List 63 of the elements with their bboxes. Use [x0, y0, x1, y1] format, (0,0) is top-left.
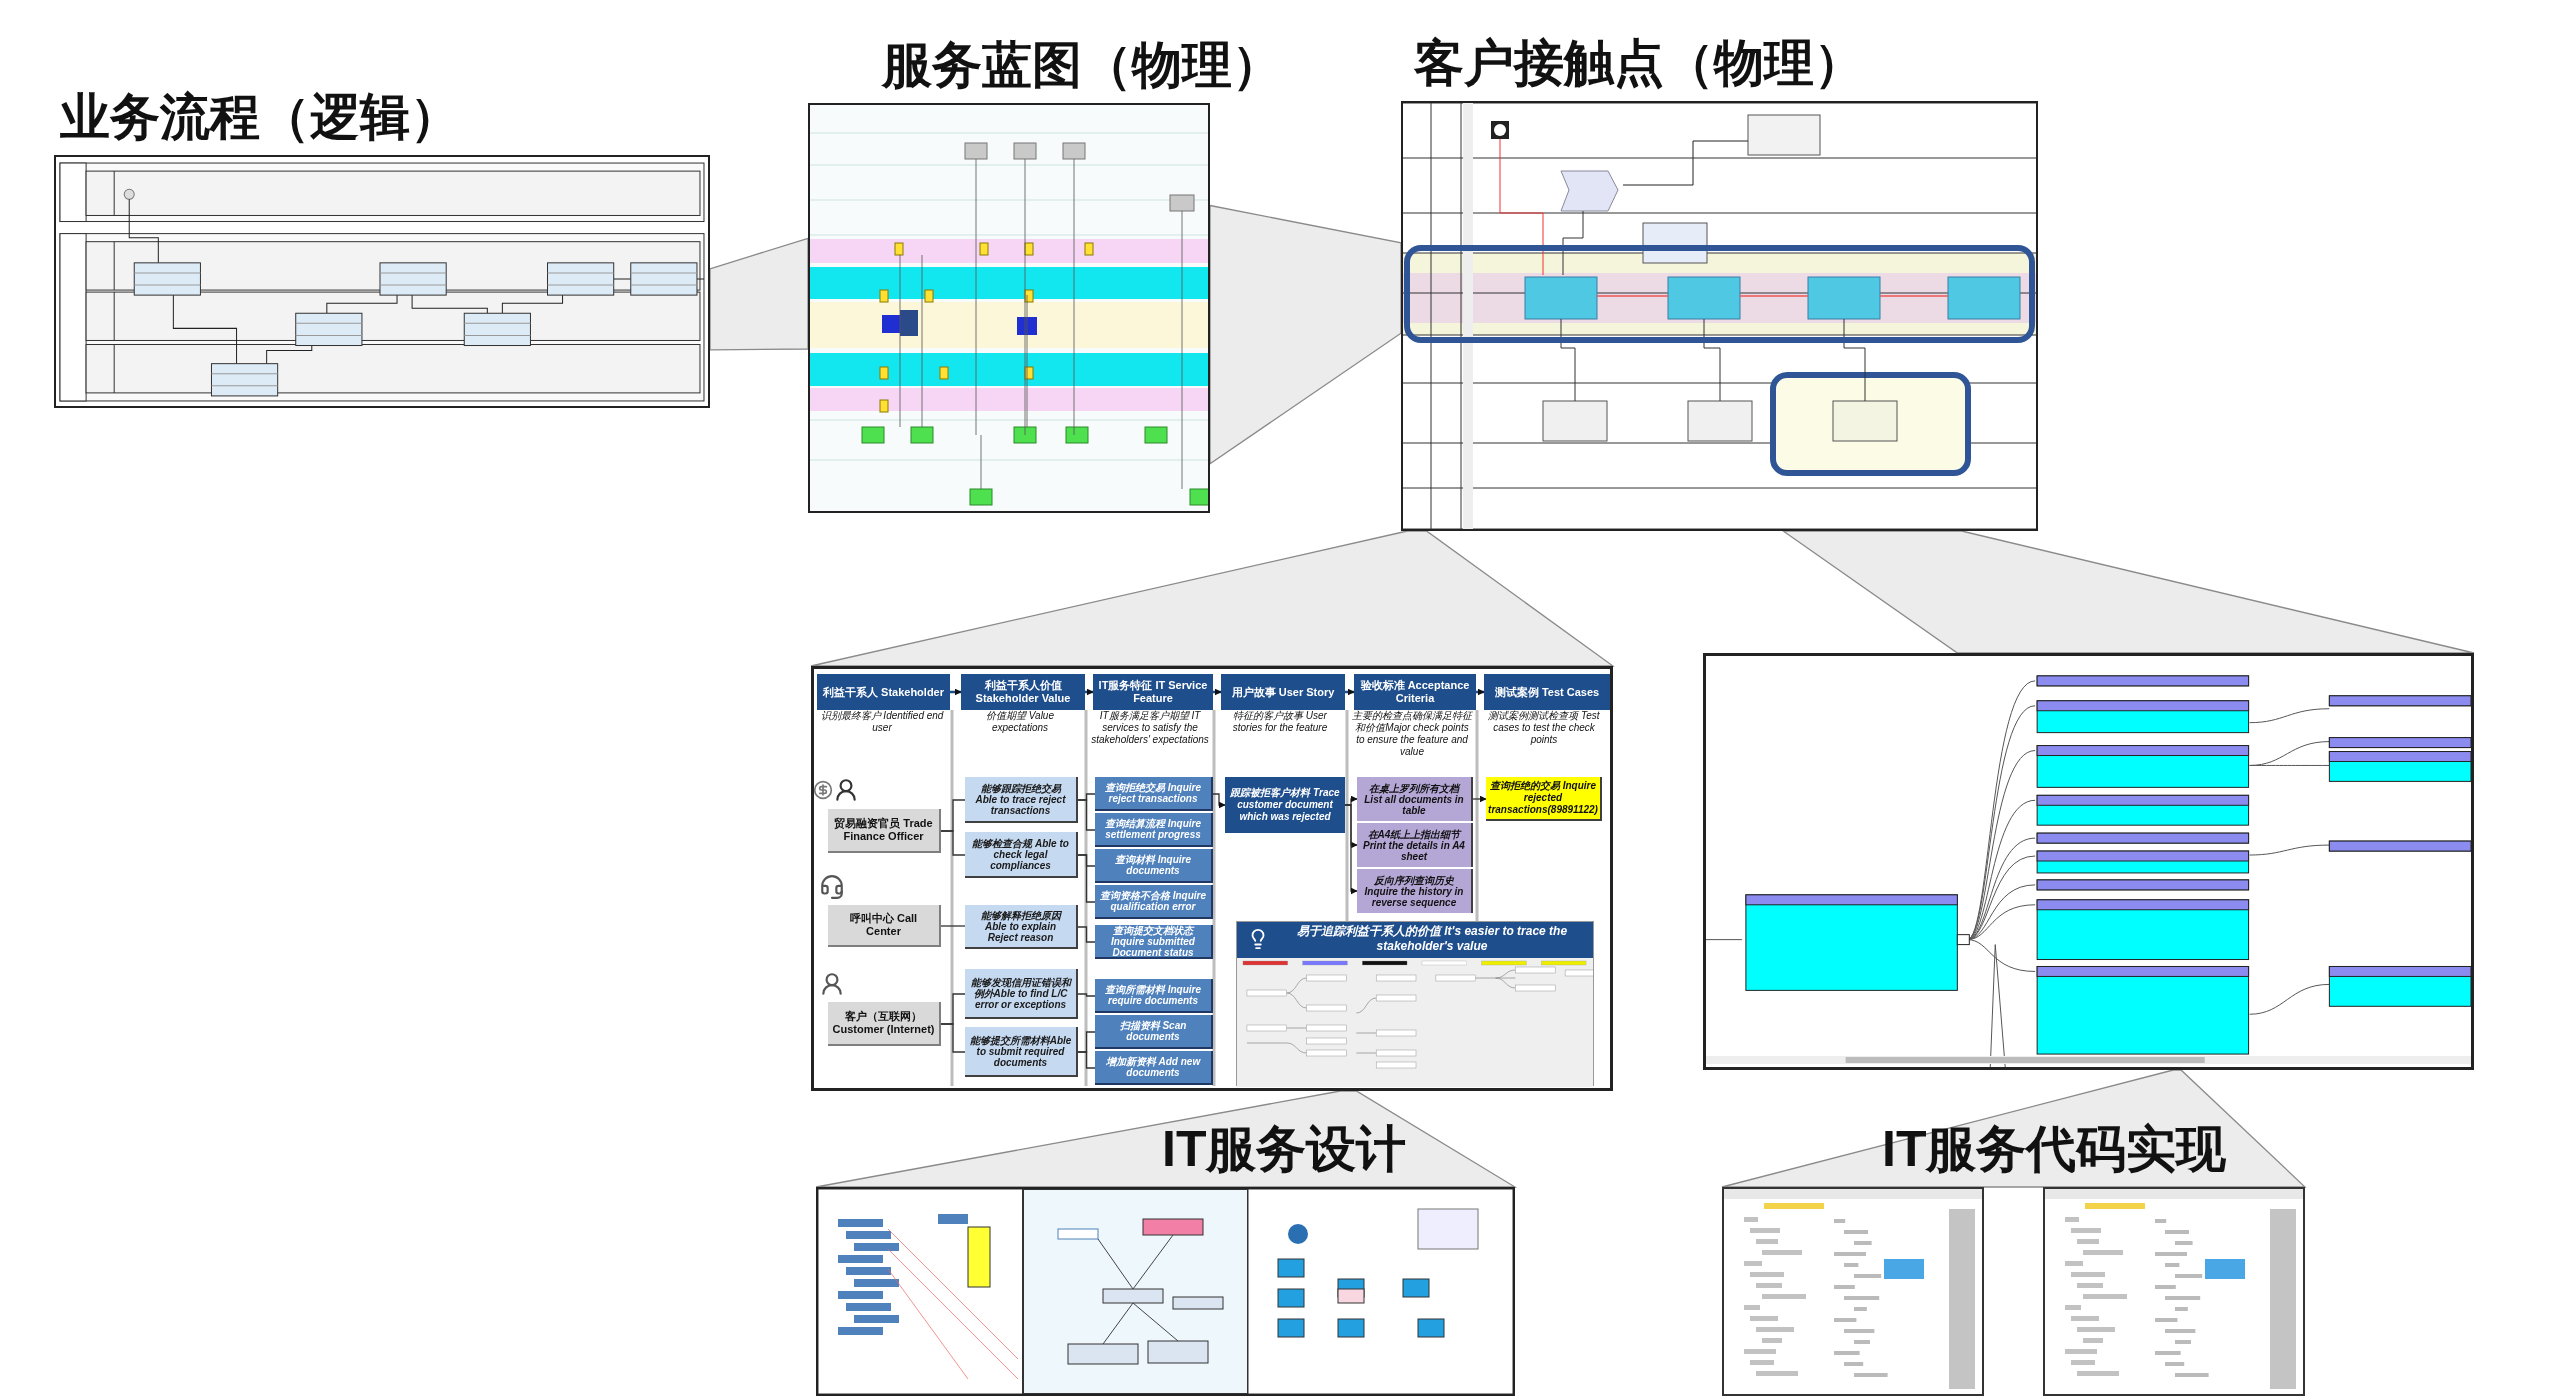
arrow: [1213, 688, 1222, 696]
column-description: 识别最终客户 Identified end user: [819, 710, 945, 734]
connector-line: [1077, 1051, 1096, 1069]
criteria-box: 在桌上罗列所有文档 List all documents in table: [1357, 777, 1473, 821]
test-case-box: 查询拒绝的交易 Inquire rejected transactions(89891122): [1486, 777, 1602, 821]
feature-box: 查询材料 Inquire documents: [1095, 849, 1213, 883]
column-description: 特征的客户故事 User stories for the feature: [1231, 710, 1329, 734]
feature-box: 查询结算流程 Inquire settlement progress: [1095, 813, 1213, 847]
zoom-callout-wedge: [1721, 1069, 2307, 1188]
feature-box: 增加新资料 Add new documents: [1095, 1051, 1213, 1085]
stakeholder-box: 贸易融资官员 Trade Finance Officer: [828, 809, 941, 853]
zoom-callout-wedge: [1209, 204, 1402, 466]
column-description: 测试案例测试检查项 Test cases to test the check points: [1487, 710, 1601, 746]
trace-value-panel: [1236, 921, 1594, 1086]
panel-title: 业务流程（逻辑）: [60, 88, 460, 147]
zoom-callout-wedge: [1781, 530, 2475, 654]
feature-box: 查询资格不合格 Inquire qualification error: [1095, 885, 1213, 919]
feature-box: 查询拒绝交易 Inquire reject transactions: [1095, 777, 1213, 811]
arrow: [1476, 688, 1485, 696]
arrow: [1345, 688, 1355, 696]
panel-title: IT服务设计: [1162, 1120, 1407, 1179]
panel-title: 服务蓝图（物理）: [882, 36, 1282, 95]
feature-box: 查询提交文档状态 Inquire submitted Document status: [1095, 925, 1213, 959]
panel-title: IT服务代码实现: [1882, 1120, 2227, 1179]
stakeholder-box: 客户（互联网） Customer (Internet): [828, 1002, 941, 1046]
feature-box: 扫描资料 Scan documents: [1095, 1015, 1213, 1049]
criteria-box: 反向序列查询历史 Inquire the history in reverse sequence: [1357, 869, 1473, 913]
connector-line: [940, 1023, 966, 1053]
arrow: [1085, 688, 1094, 696]
value-box: 能够解释拒绝原因 Able to explain Reject reason: [965, 905, 1078, 949]
table-frame: [811, 666, 1613, 1091]
column-header: 验收标准 Acceptance Criteria: [1354, 674, 1476, 710]
zoom-callout-wedge: [815, 1090, 1518, 1188]
panel-title: 客户接触点（物理）: [1414, 34, 1864, 93]
arrow: [1344, 804, 1358, 895]
column-header: IT服务特征 IT Service Feature: [1093, 674, 1213, 710]
arrow: [950, 688, 962, 696]
zoom-callout-wedge: [810, 530, 1615, 667]
zoom-callout-wedge: [709, 237, 809, 351]
column-description: IT服务满足客户期望 IT services to satisfy the stakeholders' expectations: [1090, 710, 1210, 746]
connector-line: [1077, 854, 1096, 903]
arrow: [1472, 795, 1487, 803]
connector-line: [1077, 993, 1096, 997]
value-box: 能够检查合规 Able to check legal compliances: [965, 832, 1078, 878]
column-description: 价值期望 Value expectations: [985, 710, 1055, 734]
panel-heading: 易于追踪利益干系人的价值 It's easier to trace the stakeholder's value: [1295, 924, 1569, 954]
column-header: 利益干系人 Stakeholder: [817, 674, 950, 710]
value-box: 能够跟踪拒绝交易 Able to trace reject transactions: [965, 777, 1078, 823]
column-header: 用户故事 User Story: [1221, 674, 1345, 710]
column-header: 利益干系人价值 Stakeholder Value: [961, 674, 1085, 710]
column-header: 测试案例 Test Cases: [1484, 674, 1610, 710]
connector-line: [1077, 926, 1096, 943]
arrow: [1212, 793, 1226, 809]
value-box: 能够提交所需材料Able to submit required documents: [965, 1027, 1078, 1077]
connector-line: [940, 925, 966, 927]
value-box: 能够发现信用证错误和例外Able to find L/C error or exceptions: [965, 969, 1078, 1019]
stakeholder-box: 呼叫中心 Call Center: [828, 905, 941, 947]
criteria-box: 在A4纸上上指出细节 Print the details in A4 sheet: [1357, 823, 1473, 867]
column-description: 主要的检查点确保满足特征和价值Major check points to ensure the feature and value: [1351, 710, 1473, 758]
connector-line: [1077, 799, 1096, 831]
feature-box: 查询所需材料 Inquire require documents: [1095, 979, 1213, 1013]
connector-line: [940, 830, 966, 856]
user-story-box: 跟踪被拒客户材料 Trace customer document which was rejected: [1225, 777, 1345, 833]
